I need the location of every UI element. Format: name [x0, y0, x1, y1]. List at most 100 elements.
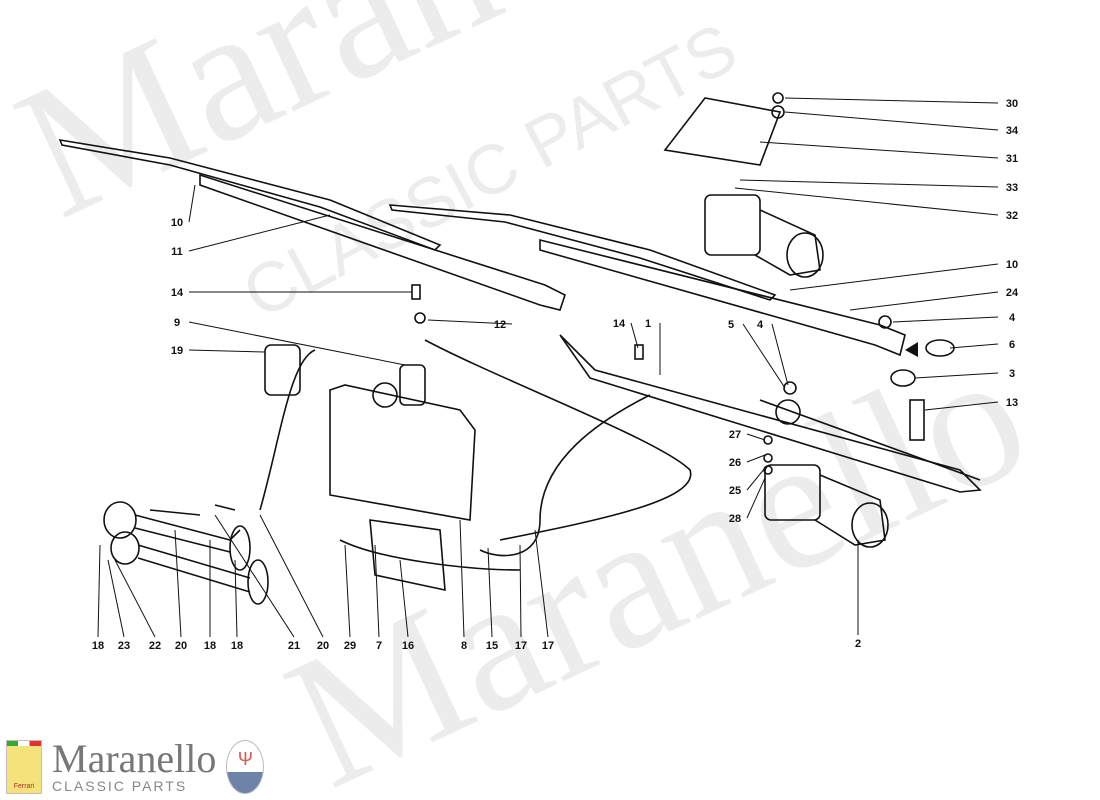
mounting-plate	[663, 97, 782, 166]
callout-label-21: 21	[288, 640, 300, 652]
callout-leader-line	[789, 263, 999, 291]
callout-leader-line	[259, 514, 324, 638]
callout-leader-line	[630, 322, 639, 349]
callout-label-1: 1	[645, 318, 651, 330]
callout-label-18: 18	[204, 640, 216, 652]
callout-leader-line	[97, 544, 101, 638]
washer-pump	[264, 344, 301, 396]
watermarks: Maranello Maranello CLASSIC PARTS	[0, 0, 1055, 800]
callout-leader-line	[914, 372, 999, 379]
callout-label-31: 31	[1006, 153, 1018, 165]
callout-label-9: 9	[174, 317, 180, 329]
callout-leader-line	[374, 544, 380, 638]
callout-label-14: 14	[171, 287, 184, 299]
callout-leader-line	[214, 514, 295, 638]
washer-hose	[259, 349, 316, 511]
callout-label-33: 33	[1006, 182, 1018, 194]
callout-label-29: 29	[344, 640, 356, 652]
callout-leader-line	[892, 316, 999, 323]
callout-label-24: 24	[1006, 287, 1019, 299]
callout-label-19: 19	[171, 345, 183, 357]
callout-label-11: 11	[171, 246, 183, 258]
callout-leader-line	[949, 343, 999, 349]
callout-label-20: 20	[175, 640, 187, 652]
callout-label-15: 15	[486, 640, 498, 652]
callout-leader-line	[459, 519, 465, 638]
callout-label-25: 25	[729, 485, 741, 497]
callout-label-18: 18	[231, 640, 243, 652]
callout-leader-line	[487, 547, 493, 638]
callout-label-17: 17	[542, 640, 554, 652]
callout-leader-line	[784, 97, 999, 104]
callout-leader-line	[759, 141, 999, 159]
callout-leader-line	[746, 477, 766, 519]
callout-label-4: 4	[1009, 312, 1016, 324]
parts-drawing	[58, 92, 982, 605]
callout-label-10: 10	[171, 217, 183, 229]
callout-leader-line	[188, 321, 406, 366]
callout-label-18: 18	[92, 640, 104, 652]
ferrari-badge-text: Ferrari	[13, 783, 35, 790]
horn-lower	[110, 531, 140, 565]
brand-tagline: CLASSIC PARTS	[52, 778, 188, 794]
callout-leader-line	[784, 111, 999, 131]
right-wiper-blade	[388, 204, 777, 301]
callout-label-22: 22	[149, 640, 161, 652]
callout-leader-line	[924, 401, 999, 411]
callout-label-6: 6	[1009, 339, 1015, 351]
brand-name: Maranello	[52, 736, 217, 781]
callout-leader-line	[399, 559, 409, 638]
callout-label-10: 10	[1006, 259, 1018, 271]
callout-leader-line	[344, 544, 351, 638]
callout-leader-line	[739, 179, 999, 188]
callout-leader-line	[746, 454, 766, 463]
callout-leader-line	[114, 559, 156, 638]
callout-leader-line	[771, 323, 789, 386]
callout-leader-line	[734, 187, 999, 216]
linkage-bar	[559, 334, 982, 493]
arrow-icon	[905, 342, 918, 357]
callout-leader-line	[746, 467, 766, 491]
callout-leader-line	[188, 184, 196, 223]
callout-leader-line	[188, 349, 266, 353]
callout-leader-line	[534, 529, 549, 638]
horn-upper	[103, 501, 137, 539]
callout-label-34: 34	[1006, 125, 1019, 137]
trident-icon: Ψ	[237, 749, 253, 769]
callout-label-7: 7	[376, 640, 382, 652]
callout-label-17: 17	[515, 640, 527, 652]
callout-label-20: 20	[317, 640, 329, 652]
callout-label-26: 26	[729, 457, 741, 469]
callout-leader-line	[746, 433, 766, 441]
callout-label-2: 2	[855, 638, 861, 650]
callout-leader-line	[519, 544, 522, 638]
callout-leader-line	[234, 559, 238, 638]
callout-label-30: 30	[1006, 98, 1018, 110]
callout-label-8: 8	[461, 640, 467, 652]
left-wiper-arm	[199, 173, 566, 311]
callout-label-4: 4	[757, 319, 764, 331]
callout-label-13: 13	[1006, 397, 1018, 409]
callout-label-27: 27	[729, 429, 741, 441]
washer-reservoir	[329, 384, 476, 521]
callout-label-16: 16	[402, 640, 414, 652]
callout-leader-line	[742, 323, 786, 389]
callout-leader-line	[107, 559, 125, 638]
callout-label-5: 5	[728, 319, 734, 331]
callout-label-32: 32	[1006, 210, 1018, 222]
callout-label-12: 12	[494, 319, 506, 331]
right-wiper-arm	[539, 238, 906, 357]
lower-wiper-motor	[764, 464, 821, 521]
callout-label-3: 3	[1009, 368, 1015, 380]
callout-leader-line	[188, 214, 331, 252]
callout-leaders	[97, 97, 999, 638]
callout-leader-line	[174, 529, 182, 638]
callout-leader-line	[427, 319, 513, 325]
reservoir-cap	[372, 382, 398, 408]
upper-wiper-motor	[704, 194, 761, 256]
brand-logo: Ferrari Maranello CLASSIC PARTS Ψ	[6, 736, 265, 794]
maserati-badge: Ψ	[226, 740, 265, 794]
